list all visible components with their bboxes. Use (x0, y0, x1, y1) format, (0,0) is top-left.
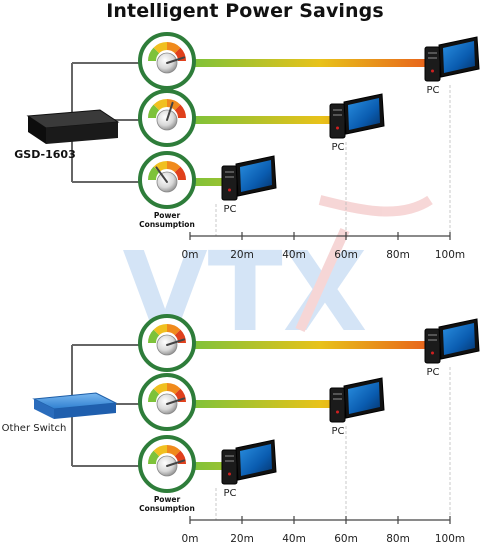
power-beam (188, 59, 425, 67)
axis-tick-label: 40m (282, 533, 306, 545)
gauge-segment (148, 47, 160, 61)
gauge-segment (167, 445, 181, 457)
pc-power-led (228, 472, 231, 476)
switch-label: Other Switch (2, 423, 67, 434)
axis-tick-label: 0m (182, 249, 199, 261)
axis-tick-label: 100m (435, 249, 465, 261)
pc-drive-slot (225, 460, 234, 462)
link-row: PC (138, 89, 385, 236)
gauge-segment (148, 166, 160, 180)
gauge-segment (167, 42, 181, 54)
axis-tick-label: 20m (230, 249, 254, 261)
gauge-segment (147, 450, 160, 464)
gauge-segment (153, 445, 167, 457)
switch-front (46, 122, 118, 144)
axis-tick-label: 20m (230, 533, 254, 545)
link-row: PC (138, 314, 480, 520)
switch-front (54, 403, 116, 419)
axis-tick-label: 100m (435, 533, 465, 545)
pc-label: PC (223, 488, 236, 499)
consumption-label: Consumption (139, 220, 195, 229)
gauge-needle (166, 56, 186, 64)
power-beam (188, 400, 330, 408)
power-beam (188, 462, 222, 470)
switch-side (28, 116, 46, 144)
gauge-segment (148, 104, 160, 118)
axis-tick-label: 40m (282, 249, 306, 261)
pc-power-led (431, 69, 434, 73)
axis-tick-label: 60m (334, 533, 358, 545)
gauge-segment (167, 161, 181, 173)
pc-screen (443, 41, 475, 73)
pc-drive-slot (333, 109, 342, 111)
pc-drive-slot (428, 57, 437, 59)
consumption-label: Consumption (139, 504, 195, 513)
axis-tick-label: 80m (386, 533, 410, 545)
pc-drive-slot (333, 393, 342, 395)
axis-tick-label: 80m (386, 249, 410, 261)
pc-drive-slot (225, 171, 234, 173)
link-row: PC (138, 435, 277, 520)
pc-power-led (336, 410, 339, 414)
gauge-segment (153, 324, 167, 336)
gauge-segment (147, 329, 160, 343)
pc-label: PC (331, 426, 344, 437)
pc-screen (348, 382, 380, 414)
pc-drive-slot (428, 52, 437, 54)
pc-label: PC (426, 85, 439, 96)
pc-drive-slot (333, 398, 342, 400)
pc-power-led (336, 126, 339, 130)
pc-screen (240, 160, 272, 192)
gauge-segment (153, 42, 167, 54)
pc-drive-slot (225, 455, 234, 457)
consumption-label: Power (154, 211, 181, 220)
pc-power-led (228, 188, 231, 192)
gauge-needle (166, 101, 174, 121)
diagram-title: Intelligent Power Savings (106, 0, 384, 22)
gauge-segment (153, 99, 167, 111)
gauge-segment (147, 388, 160, 402)
link-row: PC (138, 151, 277, 236)
gauge-segment (167, 383, 181, 395)
pc-screen (348, 98, 380, 130)
gauge-segment (174, 166, 186, 180)
gauge-segment (167, 324, 181, 336)
pc-drive-slot (428, 334, 437, 336)
consumption-label: Power (154, 495, 181, 504)
link-row: PC (138, 32, 480, 236)
power-beam (188, 178, 222, 186)
gauge-needle (166, 397, 186, 405)
pc-label: PC (223, 204, 236, 215)
pc-screen (240, 444, 272, 476)
pc-power-led (431, 351, 434, 355)
switch-label: GSD-1603 (14, 148, 75, 161)
pc-drive-slot (333, 114, 342, 116)
gauge-needle (166, 459, 186, 467)
link-row: PC (138, 373, 385, 520)
pc-label: PC (331, 142, 344, 153)
pc-drive-slot (225, 176, 234, 178)
gauge-needle (155, 166, 168, 183)
power-beam (188, 116, 330, 124)
pc-label: PC (426, 367, 439, 378)
gauge-needle (166, 338, 186, 346)
gauge-segment (153, 383, 167, 395)
switch-side (34, 399, 54, 419)
pc-drive-slot (428, 339, 437, 341)
axis-tick-label: 0m (182, 533, 199, 545)
pc-screen (443, 323, 475, 355)
axis-tick-label: 60m (334, 249, 358, 261)
power-beam (188, 341, 425, 349)
gauge-segment (174, 104, 186, 118)
